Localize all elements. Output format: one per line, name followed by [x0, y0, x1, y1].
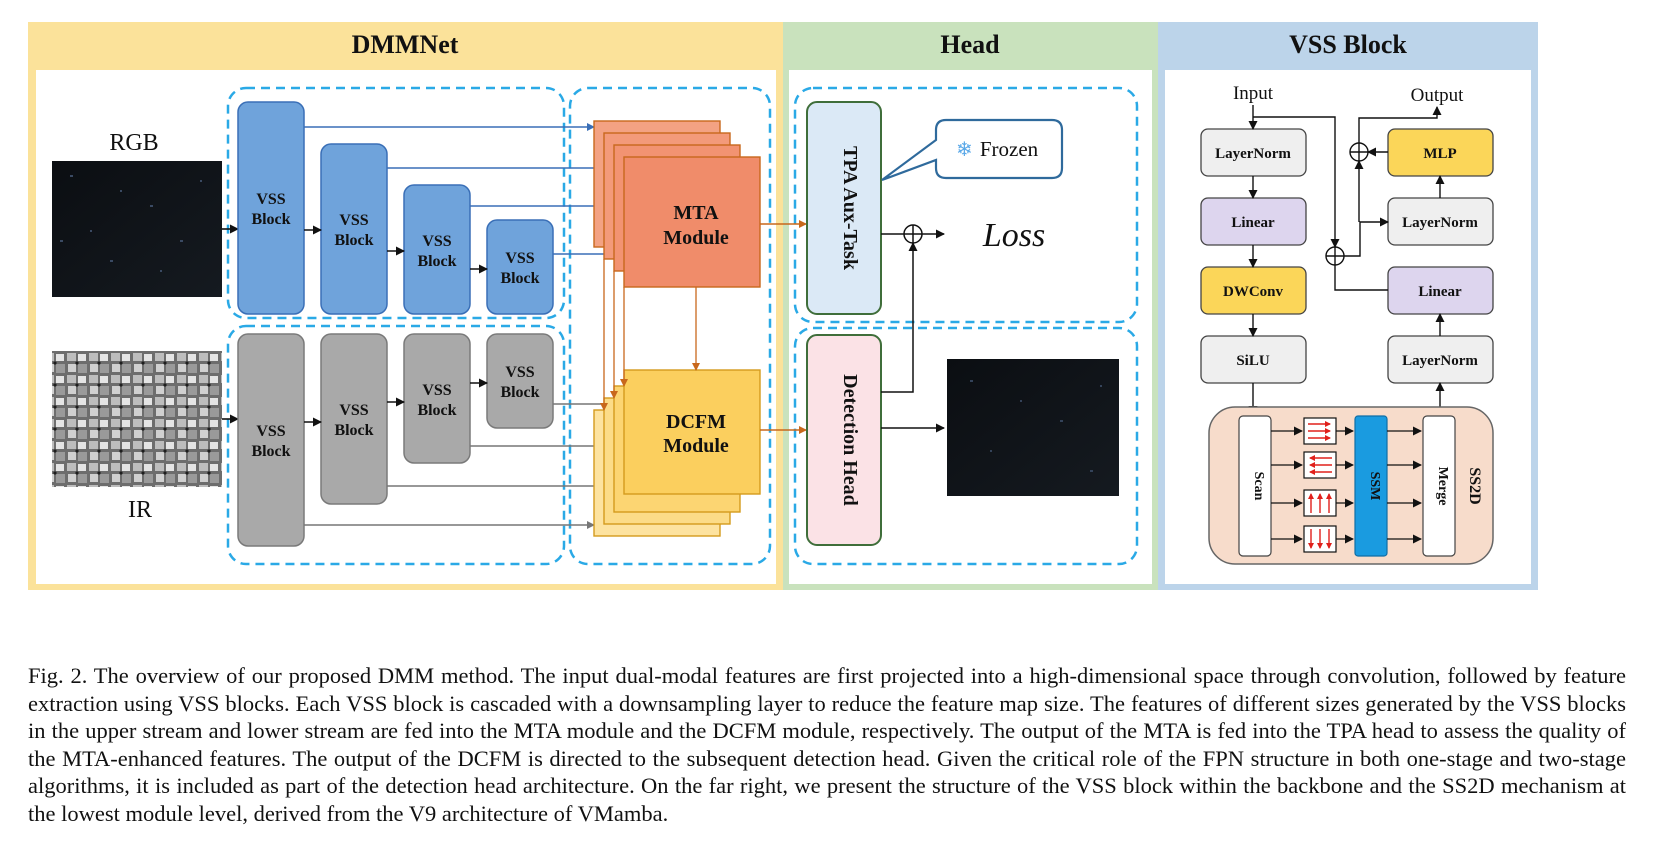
merge-box: [1422, 415, 1456, 557]
vss-sum-operator-1: [1325, 246, 1345, 266]
detection-head-box: Detection Head: [806, 334, 882, 546]
lower-stream-group: [226, 324, 566, 566]
tpa-group: [793, 86, 1139, 324]
vss-layernorm-right-bottom-label: LayerNorm: [1402, 353, 1478, 369]
frozen-callout: ❄ Frozen: [881, 118, 1064, 182]
head-title: Head: [940, 30, 1000, 59]
upper-vss-1-label: VSS: [256, 191, 285, 208]
ss2d-label: SS2D: [1466, 467, 1483, 504]
lower-vss-3-word: Block: [417, 402, 456, 419]
vss-mlp: MLP: [1387, 128, 1494, 177]
detection-head-label: Detection Head: [839, 374, 861, 506]
vss-linear-to-sum: [1334, 265, 1388, 291]
lower-vss-block-2: VSS Block: [320, 333, 388, 505]
lower-vss-block-1: VSS Block: [237, 333, 305, 547]
upper-vss-3-word: Block: [417, 253, 456, 270]
sum-operator-head: [903, 224, 923, 244]
vss-layernorm-right-bottom: LayerNorm: [1387, 335, 1494, 384]
upper-vss-4-label: VSS: [505, 250, 534, 267]
scan-direction-left: [1303, 451, 1337, 479]
lower-vss-1-word: Block: [251, 443, 290, 460]
modules-group: [568, 86, 772, 566]
vss-linear-right: Linear: [1387, 266, 1494, 315]
architecture-diagram: DMMNet Head VSS Block RGB IR VSS Block V…: [28, 22, 1538, 590]
mta-label-line1: MTA: [673, 202, 719, 224]
vss-linear-left-label: Linear: [1231, 215, 1275, 231]
vss-dwconv-label: DWConv: [1223, 284, 1284, 300]
vss-silu-label: SiLU: [1236, 353, 1270, 369]
merge-label: Merge: [1435, 467, 1450, 506]
ssm-box: [1354, 415, 1388, 557]
detection-output-image: [947, 359, 1119, 496]
ir-label: IR: [128, 497, 152, 523]
vss-dwconv: DWConv: [1200, 266, 1307, 315]
vss-linear-right-label: Linear: [1418, 284, 1462, 300]
lower-vss-4-label: VSS: [505, 364, 534, 381]
upper-vss-4-word: Block: [500, 270, 539, 287]
mta-module: MTA Module: [593, 120, 761, 288]
vss-silu: SiLU: [1200, 335, 1307, 384]
upper-vss-1-word: Block: [251, 211, 290, 228]
scan-direction-right: [1303, 417, 1337, 445]
upper-stream-group: [226, 86, 566, 320]
frozen-label: Frozen: [980, 137, 1039, 161]
lower-vss-2-word: Block: [334, 422, 373, 439]
lower-vss-2-label: VSS: [339, 402, 368, 419]
vss-linear-left: Linear: [1200, 197, 1307, 246]
upper-vss-block-1: VSS Block: [237, 101, 305, 315]
snowflake-icon: ❄: [956, 139, 973, 161]
vss-sum-to-ln: [1344, 217, 1389, 257]
scan-box: [1238, 415, 1272, 557]
dcfm-module: DCFM Module: [593, 369, 761, 537]
tpa-label: TPA Aux-Task: [839, 146, 861, 271]
lower-vss-3-label: VSS: [422, 382, 451, 399]
vss-block-title: VSS Block: [1289, 30, 1407, 59]
vss-layernorm-left: LayerNorm: [1200, 128, 1307, 177]
detection-group: [793, 326, 1139, 566]
ss2d-connectors: [1271, 426, 1422, 544]
vss-sum-operator-2: [1349, 142, 1369, 162]
ssm-label: SSM: [1367, 472, 1382, 501]
detection-to-sum: [881, 242, 918, 393]
mta-label-line2: Module: [663, 227, 729, 249]
vss-mlp-label: MLP: [1423, 146, 1456, 162]
lower-vss-1-label: VSS: [256, 423, 285, 440]
upper-vss-block-2: VSS Block: [320, 143, 388, 315]
dcfm-label-line1: DCFM: [666, 411, 726, 433]
lower-vss-block-4: VSS Block: [486, 333, 554, 429]
upper-vss-block-3: VSS Block: [403, 184, 471, 315]
upper-vss-block-4: VSS Block: [486, 219, 554, 315]
rgb-image: [52, 161, 222, 297]
vss-output-arrow: [1358, 106, 1442, 143]
scan-direction-down: [1303, 525, 1337, 553]
rgb-image-lights: [60, 175, 202, 272]
tpa-aux-task-box: TPA Aux-Task: [806, 101, 882, 315]
vss-layernorm-left-label: LayerNorm: [1215, 146, 1291, 162]
vss-layernorm-right-top: LayerNorm: [1387, 197, 1494, 246]
dcfm-label-line2: Module: [663, 435, 729, 457]
detection-output-lights: [970, 380, 1102, 472]
vss-output-label: Output: [1411, 85, 1465, 106]
rgb-label: RGB: [109, 130, 158, 156]
scan-label: Scan: [1251, 472, 1266, 501]
figure-caption: Fig. 2. The overview of our proposed DMM…: [28, 663, 1626, 826]
upper-vss-2-word: Block: [334, 232, 373, 249]
vss-input-label: Input: [1233, 83, 1274, 104]
lower-vss-block-3: VSS Block: [403, 333, 471, 464]
ss2d-block: Scan SSM Merge SS2D: [1208, 406, 1494, 565]
upper-vss-2-label: VSS: [339, 212, 368, 229]
scan-direction-up: [1303, 489, 1337, 517]
dmmnet-title: DMMNet: [352, 30, 459, 59]
lower-vss-4-word: Block: [500, 384, 539, 401]
ir-image: [52, 351, 222, 487]
vss-layernorm-right-top-label: LayerNorm: [1402, 215, 1478, 231]
loss-label: Loss: [982, 217, 1045, 254]
upper-vss-3-label: VSS: [422, 233, 451, 250]
vss-residual-1: [1253, 116, 1340, 248]
